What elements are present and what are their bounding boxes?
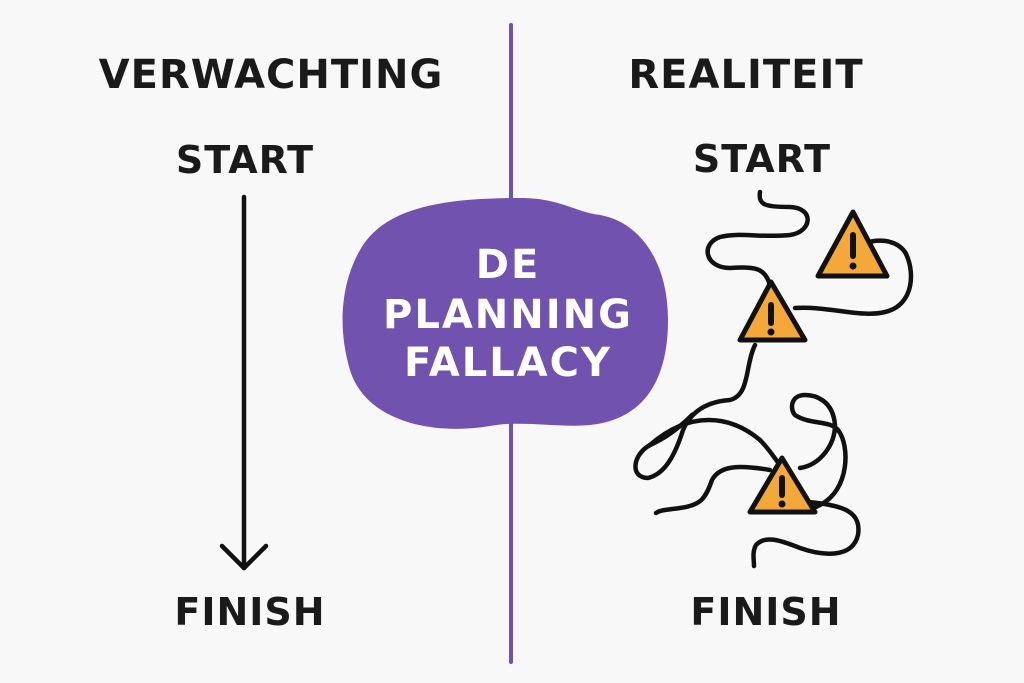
tangled-path [633, 189, 914, 569]
blob-text-line-2: PLANNING [383, 292, 633, 338]
reality-finish-label: FINISH [690, 590, 841, 634]
reality-heading: REALITEIT [628, 52, 863, 98]
expectation-heading: VERWACHTING [99, 52, 444, 98]
warning-triangle-icon [815, 209, 890, 279]
expectation-finish-label: FINISH [174, 590, 325, 634]
center-blob [342, 198, 668, 429]
warning-triangle-icon [747, 455, 818, 515]
arrow-down-icon [219, 194, 269, 571]
warning-triangle-icon [737, 279, 808, 343]
blob-text-line-3: FALLACY [404, 340, 612, 386]
blob-text-line-1: DE [476, 242, 541, 288]
reality-start-label: START [693, 137, 831, 181]
expectation-start-label: START [176, 138, 314, 182]
